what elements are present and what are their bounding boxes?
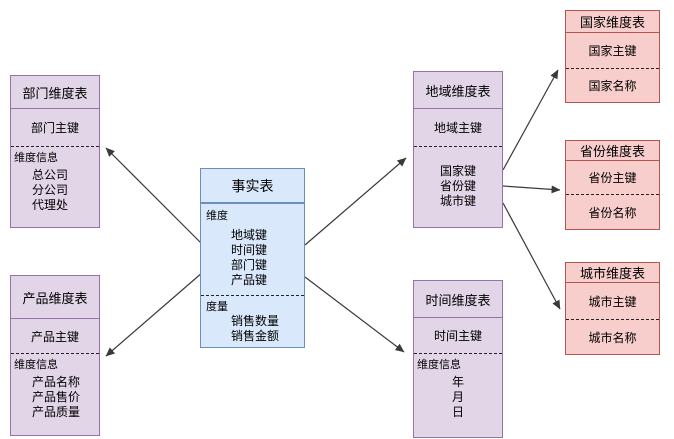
table-item: 销售金额 [231,329,280,343]
department-table: 部门维度表 部门主键 维度信息 总公司 分公司 代理处 [10,75,100,228]
table-item: 地域键 [231,228,268,242]
table-item: 部门键 [231,258,268,272]
time-table-items: 年 月 日 [414,371,502,420]
table-item: 时间键 [231,243,268,257]
region-table-key: 地域主键 [414,109,502,147]
edge-region-table-to-country-table [502,69,559,171]
city-table-key: 城市主键 [566,283,659,320]
info-label: 维度信息 [14,358,58,371]
country-table-key: 国家主键 [566,33,659,69]
fact-table: 事实表 维度 地域键 时间键 部门键 产品键 度量 销售数量 销售金额 [200,168,305,348]
table-item: 产品键 [231,273,268,287]
info-label: 维度信息 [417,358,461,371]
department-table-key: 部门主键 [11,109,99,147]
info-label: 维度信息 [14,151,58,164]
edge-fact-table-to-time-table [304,276,405,353]
edge-fact-table-to-department-table [105,147,204,246]
table-item: 产品名称 [32,375,81,389]
product-table-items: 产品名称 产品售价 产品质量 [11,371,99,420]
time-table-key: 时间主键 [414,318,502,354]
table-item: 产品售价 [32,390,81,404]
city-table: 城市维度表 城市主键 城市名称 [565,262,660,355]
edge-fact-table-to-product-table [105,271,204,357]
province-table-title: 省份维度表 [566,141,659,161]
city-table-title: 城市维度表 [566,263,659,283]
region-table-items: 国家键 省份键 城市键 [414,147,502,209]
product-table: 产品维度表 产品主键 维度信息 产品名称 产品售价 产品质量 [10,275,100,436]
time-table: 时间维度表 时间主键 维度信息 年 月 日 [413,280,503,438]
edge-fact-table-to-region-table [304,157,407,246]
section-label: 维度 [206,209,228,222]
region-table-info: 国家键 省份键 城市键 [414,147,502,209]
department-table-title: 部门维度表 [11,76,99,109]
country-table-attr: 国家名称 [588,79,637,93]
table-item: 产品质量 [32,405,81,419]
city-table-attr: 城市名称 [588,330,637,345]
product-table-title: 产品维度表 [11,276,99,319]
region-table-title: 地域维度表 [414,72,502,109]
table-item: 国家键 [439,164,476,178]
department-table-info: 维度信息 总公司 分公司 代理处 [11,147,99,213]
edge-region-table-to-city-table [502,202,561,310]
table-item: 年 [451,375,464,389]
table-item: 总公司 [32,168,69,182]
fact-dimension-section: 维度 地域键 时间键 部门键 产品键 [201,204,304,296]
fact-dimension-items: 地域键 时间键 部门键 产品键 [201,222,304,288]
region-table: 地域维度表 地域主键 国家键 省份键 城市键 [413,71,503,228]
product-table-info: 维度信息 产品名称 产品售价 产品质量 [11,354,99,420]
table-item: 代理处 [32,198,69,212]
edge-region-table-to-province-table [502,185,561,194]
table-item: 城市键 [439,194,476,208]
time-table-title: 时间维度表 [414,281,502,318]
country-table: 国家维度表 国家主键 国家名称 [565,10,660,103]
table-item: 日 [451,405,464,419]
table-item: 省份键 [439,179,476,193]
fact-measure-items: 销售数量 销售金额 [201,313,304,344]
table-item: 月 [451,390,464,404]
country-table-title: 国家维度表 [566,11,659,33]
product-table-key: 产品主键 [11,319,99,354]
province-table-key: 省份主键 [566,161,659,195]
department-table-items: 总公司 分公司 代理处 [11,164,99,213]
table-item: 销售数量 [231,314,280,328]
fact-table-title: 事实表 [201,169,304,204]
section-label: 度量 [206,300,228,313]
province-table-attr: 省份名称 [588,205,637,220]
table-item: 分公司 [32,183,69,197]
province-table: 省份维度表 省份主键 省份名称 [565,140,660,230]
time-table-info: 维度信息 年 月 日 [414,354,502,420]
fact-measure-section: 度量 销售数量 销售金额 [201,296,304,344]
